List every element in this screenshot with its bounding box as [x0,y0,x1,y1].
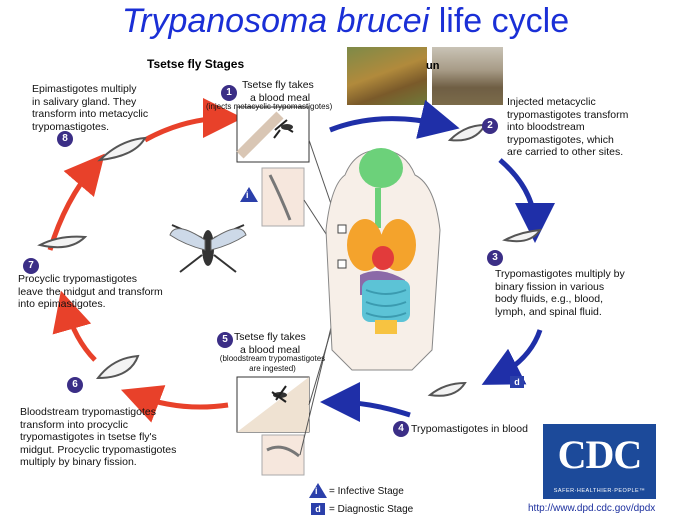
stage-6-line: transform into procyclic [20,418,128,431]
stage-1-line: Tsetse fly takes [242,79,314,91]
stage-5-text: Tsetse fly takes a blood meal [234,331,306,356]
cdc-tagline: SAFER·HEALTHIER·PEOPLE™ [553,488,646,494]
stage-8-text: Epimastigotes multiply in salivary gland… [32,83,148,133]
lion-photo [347,47,427,105]
stage-4-text: Trypomastigotes in blood [411,423,528,435]
stage-3-line: Trypomastigotes multiply by [495,268,625,280]
cdc-url-link[interactable]: http://www.dpd.cdc.gov/dpdx [528,503,656,514]
stage-badge-3: 3 [487,250,503,266]
page-title: Trypanosoma brucei life cycle [0,2,691,41]
stage-3-line: body fluids, e.g., blood, [495,293,603,305]
stage-3-line: binary fission in various [495,280,605,293]
stage-3-line: lymph, and spinal fluid. [495,305,602,318]
stage-7-line: into epimastigotes. [18,298,106,310]
arrow-2-to-3 [498,158,555,243]
stage-5-line: Tsetse fly takes [234,331,306,343]
legend-infective-icon: i [309,483,327,498]
stage-2-line: Injected metacyclic [507,96,596,108]
title-species: Trypanosoma brucei [121,2,430,40]
stage-2-line: trypomastigotes, which [507,133,614,146]
stage-7-text: Procyclic trypomastigotes leave the midg… [18,273,163,311]
stage-badge-8: 8 [57,131,73,147]
stage-2-line: are carried to other sites. [507,146,624,158]
stage-2-text: Injected metacyclic trypomastigotes tran… [507,96,628,159]
stage-7-line: leave the midgut and transform [18,285,163,298]
legend-infective-symbol: i [315,486,318,496]
stage-5-note-line: (bloodstream trypomastigotes [219,354,326,363]
arrow-8-to-1 [143,98,243,143]
cdc-logo [543,424,656,499]
stage-1-note: (injects metacyclic trypomastigotes) [206,102,333,111]
stage-6-text: Bloodstream trypomastigotes transform in… [20,406,176,469]
arrow-1-to-2 [329,99,460,139]
stage-8-line: Epimastigotes multiply [32,83,137,95]
human-stages-heading-partial: un [426,60,440,72]
stage-badge-2: 2 [482,118,498,134]
stage-6-line: Bloodstream trypomastigotes [20,406,156,418]
stage-8-line: trypomastigotes. [32,120,110,133]
stage-5-line: a blood meal [240,343,301,356]
stage-8-line: in salivary gland. They [32,95,137,108]
title-rest: life cycle [429,2,570,40]
stage-badge-6: 6 [67,377,83,393]
arrow-4-to-5 [320,382,411,423]
cattle-photo [432,47,503,105]
legend-diagnostic-label: = Diagnostic Stage [329,504,414,515]
stage-8-line: transform into metacyclic [32,108,149,120]
stage-badge-7: 7 [23,258,39,274]
tsetse-fly-illustration [169,224,247,273]
stage-2-line: into bloodstream [507,121,585,133]
stage-1-text: Tsetse fly takes a blood meal [242,79,314,104]
stage-5-note-line: are ingested) [249,364,296,373]
arrow-6-to-7 [52,290,97,362]
infective-stage-icon: i [240,187,258,202]
human-body-illustration [325,148,441,371]
stage-badge-1: 1 [221,85,237,101]
stage-badge-4: 4 [393,421,409,437]
legend-diagnostic-icon: d [311,503,325,515]
cdc-logo-text: CDC [557,432,643,477]
tsetse-stages-heading: Tsetse fly Stages [147,57,245,71]
stage-6-line: midgut. Procyclic trypomastigotes [20,443,177,456]
stage-7-line: Procyclic trypomastigotes [18,273,138,285]
stage-badge-5: 5 [217,332,233,348]
arrow-5-to-6 [120,385,229,423]
arrow-3-to-4 [481,329,543,385]
stage-1-line: a blood meal [250,91,311,104]
parasite-sketches [37,123,543,397]
stage-6-line: multiply by binary fission. [20,456,137,468]
stage-6-line: trypomastigotes in tsetse fly's [20,431,157,443]
infective-symbol: i [246,190,249,200]
stage-2-line: trypomastigotes transform [507,108,629,121]
stage-3-text: Trypomastigotes multiply by binary fissi… [495,268,625,318]
legend-infective-label: = Infective Stage [329,486,404,497]
diagnostic-stage-icon: d [510,376,524,388]
stage-5-note: (bloodstream trypomastigotes are ingeste… [210,354,335,374]
